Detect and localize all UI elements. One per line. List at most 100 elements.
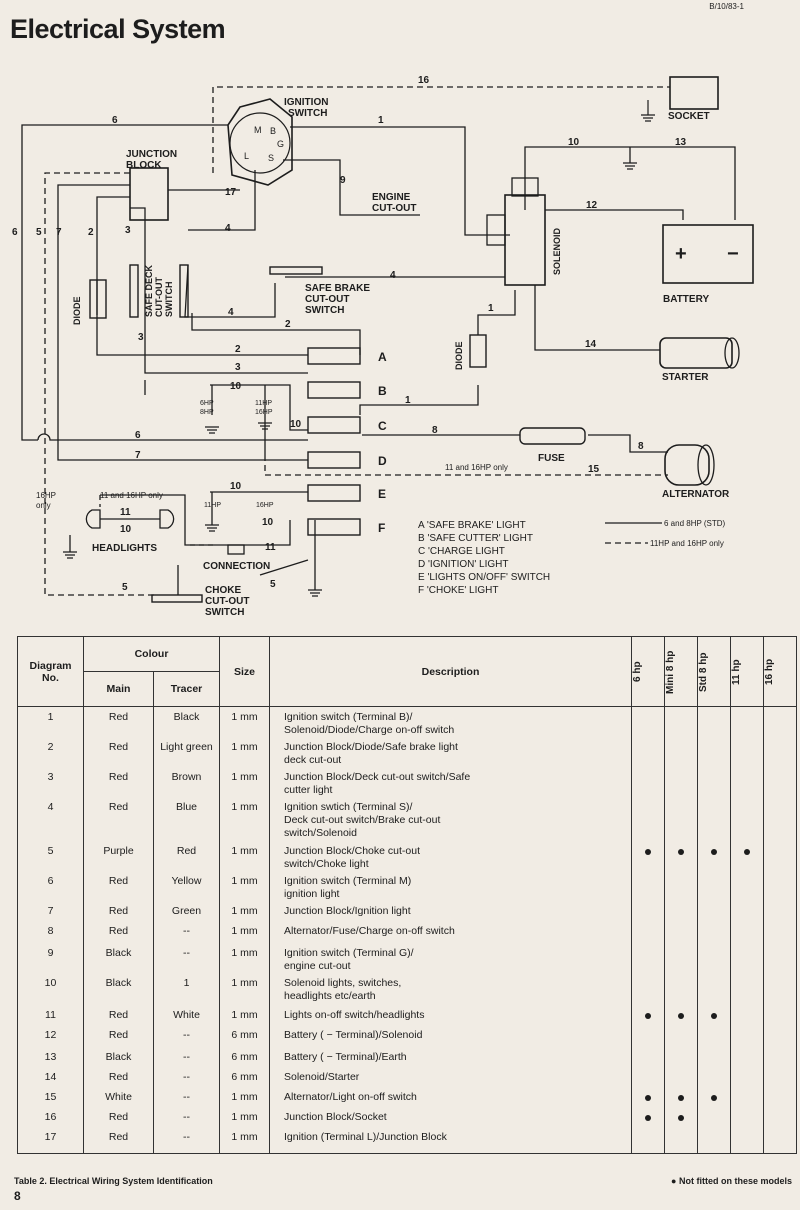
cell-tracer: Brown <box>153 767 220 797</box>
light-letter-f: F <box>378 521 385 535</box>
cell-tracer: -- <box>153 1067 220 1087</box>
starter: STARTER <box>659 337 740 383</box>
cell-model <box>631 1067 665 1087</box>
wiring-diagram: IGNITION SWITCH M B G L S JUNCTION BLOCK… <box>12 75 754 618</box>
cell-model <box>763 1127 797 1154</box>
cell-model <box>631 1025 665 1047</box>
cell-tracer: Red <box>153 841 220 871</box>
cell-model <box>763 921 797 943</box>
cell-model <box>763 797 797 841</box>
wire-8: 8 <box>432 425 438 436</box>
cell-diagram-no: 10 <box>17 973 84 1005</box>
hp-label-16: 16HP <box>255 409 273 416</box>
legend-c: C 'CHARGE LIGHT <box>418 546 505 557</box>
diode-left <box>89 279 107 319</box>
cell-model <box>730 1067 764 1087</box>
cell-model <box>631 921 665 943</box>
cell-description: Solenoid/Starter <box>269 1067 632 1087</box>
cell-model <box>697 901 731 921</box>
description-line: switch/Choke light <box>284 858 369 870</box>
earth-icon <box>641 100 655 122</box>
header-std8hp: Std 8 hp <box>697 636 731 707</box>
table-caption: Table 2. Electrical Wiring System Identi… <box>14 1176 213 1186</box>
cell-main: Red <box>83 797 154 841</box>
cell-description: Ignition switch (Terminal G)/engine cut-… <box>269 943 632 973</box>
cell-description: Solenoid lights, switches,headlights etc… <box>269 973 632 1005</box>
cell-model <box>763 841 797 871</box>
cell-model <box>697 973 731 1005</box>
cell-model <box>730 921 764 943</box>
description-line: Ignition swtich (Terminal S)/ <box>284 801 413 813</box>
header-size: Size <box>219 636 270 707</box>
light-letter-d: D <box>378 454 387 468</box>
description-line: Alternator/Fuse/Charge on-off switch <box>284 925 455 937</box>
cell-description: Ignition switch (Terminal M)ignition lig… <box>269 871 632 901</box>
cell-model <box>730 1047 764 1067</box>
cell-model <box>763 1047 797 1067</box>
earth-symbols <box>63 162 637 597</box>
hp-label-11b: 11HP <box>204 502 221 509</box>
not-fitted-dot <box>711 1095 717 1101</box>
cell-diagram-no: 13 <box>17 1047 84 1067</box>
header-mini8hp: Mini 8 hp <box>664 636 698 707</box>
cell-size: 1 mm <box>219 973 270 1005</box>
cell-tracer: White <box>153 1005 220 1025</box>
cell-tracer: -- <box>153 1047 220 1067</box>
description-line: Ignition switch (Terminal B)/ <box>284 711 413 723</box>
cell-model <box>664 706 698 737</box>
cell-diagram-no: 14 <box>17 1067 84 1087</box>
wire-2c: 2 <box>285 319 291 330</box>
engine-cutout-label-1: ENGINE <box>372 192 411 203</box>
legend-d: D 'IGNITION' LIGHT <box>418 559 509 570</box>
header-6hp: 6 hp <box>631 636 665 707</box>
safe-deck-label-3: SWITCH <box>164 282 174 318</box>
cell-main: Red <box>83 737 154 767</box>
cell-model <box>763 1025 797 1047</box>
cell-description: Junction Block/Socket <box>269 1107 632 1127</box>
cell-model <box>664 1047 698 1067</box>
wire-1c: 1 <box>488 303 494 314</box>
diode-right-label: DIODE <box>454 341 464 370</box>
cell-main: Red <box>83 901 154 921</box>
safe-brake-label-3: SWITCH <box>305 305 344 316</box>
cell-tracer: Green <box>153 901 220 921</box>
cell-diagram-no: 3 <box>17 767 84 797</box>
cell-model <box>763 871 797 901</box>
cell-model <box>730 797 764 841</box>
cell-size: 6 mm <box>219 1047 270 1067</box>
fuse-label: FUSE <box>538 453 565 464</box>
cell-model <box>631 1047 665 1067</box>
headlights-label: HEADLIGHTS <box>92 543 157 554</box>
wire-11: 11 <box>120 507 131 518</box>
cell-diagram-no: 16 <box>17 1107 84 1127</box>
cell-model <box>664 1067 698 1087</box>
light-letter-e: E <box>378 487 386 501</box>
cell-size: 1 mm <box>219 706 270 737</box>
cell-model <box>730 1107 764 1127</box>
cell-diagram-no: 5 <box>17 841 84 871</box>
cell-main: Black <box>83 973 154 1005</box>
legend-solid-text: 6 and 8HP (STD) <box>664 519 726 528</box>
safe-brake-label-2: CUT-OUT <box>305 294 349 305</box>
description-line: Junction Block/Socket <box>284 1111 387 1123</box>
cell-model <box>763 943 797 973</box>
cell-model <box>664 1127 698 1154</box>
header-diagram-no: Diagram No. <box>17 636 84 707</box>
wire-4c: 4 <box>228 307 234 318</box>
cell-model <box>697 1067 731 1087</box>
wire-2: 2 <box>88 227 94 238</box>
cell-model <box>730 706 764 737</box>
cell-description: Battery ( − Terminal)/Earth <box>269 1047 632 1067</box>
cell-model <box>697 871 731 901</box>
battery-minus: − <box>727 243 739 265</box>
cell-description: Ignition (Terminal L)/Junction Block <box>269 1127 632 1154</box>
cell-diagram-no: 2 <box>17 737 84 767</box>
cell-diagram-no: 8 <box>17 921 84 943</box>
description-line: Alternator/Light on-off switch <box>284 1091 417 1103</box>
terminal-l: L <box>244 151 249 161</box>
alternator: ALTERNATOR <box>662 444 730 500</box>
cell-model <box>697 1107 731 1127</box>
